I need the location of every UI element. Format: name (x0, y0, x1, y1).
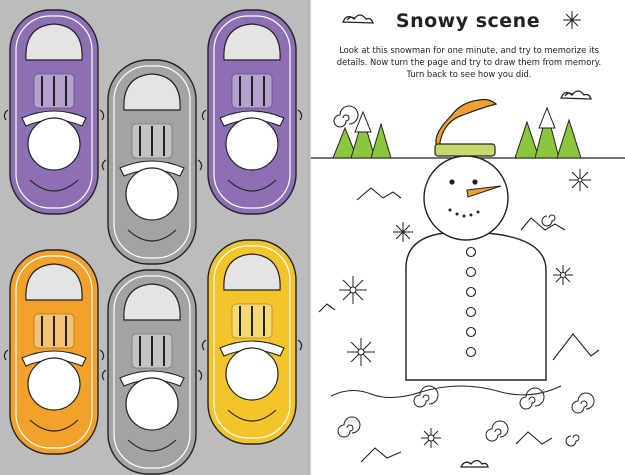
tree-icon (332, 110, 392, 159)
instructions-text: Look at this snowman for one minute, and… (336, 45, 602, 79)
snowflake-icon (553, 265, 573, 285)
snowman-hat-band (434, 143, 496, 157)
car-icon (101, 269, 203, 475)
spiral-icon (330, 214, 595, 447)
cloud-icon (560, 90, 592, 100)
car-icon (3, 9, 105, 215)
snowman-carrot-nose (466, 185, 502, 198)
tree-icon (514, 106, 582, 159)
mountain-icon (318, 187, 600, 463)
snowflake-icon (347, 338, 375, 366)
snowflake-icon (393, 222, 413, 242)
page-title: Snowy scene (395, 10, 541, 32)
cloud-icon (459, 459, 489, 468)
snowman-hat (435, 98, 498, 152)
snowman-icon (405, 98, 547, 381)
snowy-scene-illustration (311, 11, 625, 468)
snowman-buttons (465, 246, 477, 358)
right-page-snowy-scene: Snowy scene Look at this snowman for one… (311, 0, 625, 475)
snowflake-icon (569, 169, 591, 191)
snowflake-icon (421, 428, 441, 448)
car-icon (201, 239, 303, 445)
snowman-head (423, 155, 509, 241)
spiral-icon (333, 105, 359, 128)
car-icon (201, 9, 303, 215)
cloud-icon (342, 14, 374, 24)
left-page-cars (0, 0, 311, 475)
snowman-mouth (448, 208, 480, 218)
snowflake-icon (339, 276, 367, 304)
cars-illustration (3, 9, 303, 475)
snowflake-icon (563, 11, 581, 29)
snowman-body (405, 231, 547, 381)
car-icon (101, 59, 203, 265)
car-icon (3, 249, 105, 455)
snowman-eye (449, 179, 455, 185)
snowman-eye (472, 179, 478, 185)
